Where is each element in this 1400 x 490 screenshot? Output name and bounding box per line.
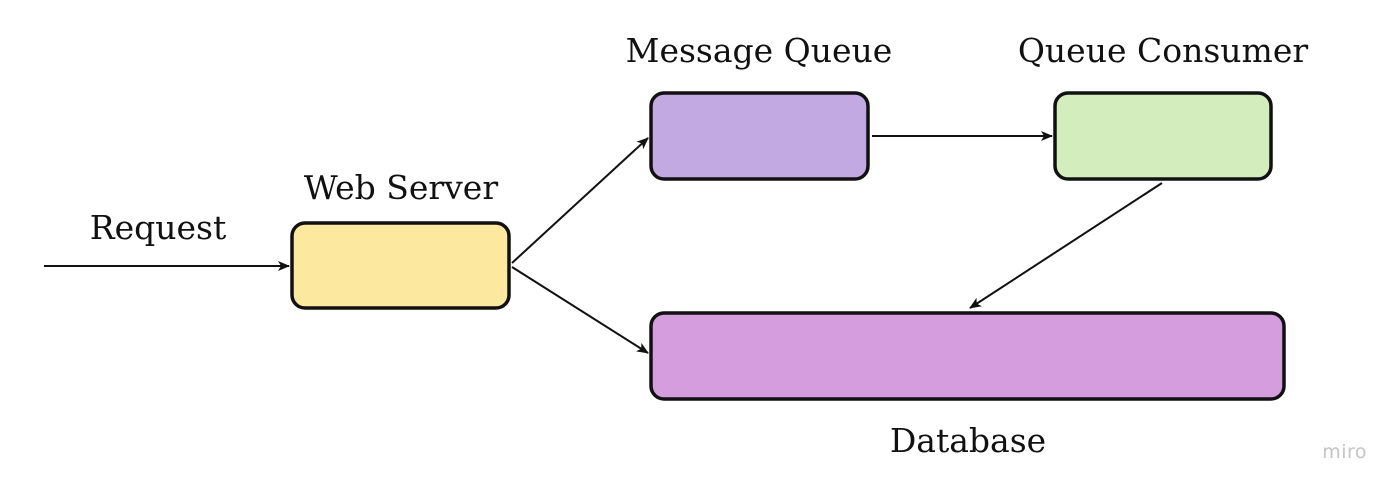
message-queue-label: Message Queue <box>626 31 893 70</box>
web-server-box <box>290 221 511 310</box>
request-label: Request <box>90 208 226 247</box>
message-queue-box <box>649 91 870 181</box>
edge-web-server-to-database <box>511 266 649 354</box>
edge-queue-consumer-to-database <box>969 182 1163 309</box>
database-label: Database <box>890 421 1046 460</box>
miro-watermark: miro <box>1322 441 1367 463</box>
web-server-label: Web Server <box>304 168 498 207</box>
edge-web-server-to-message-queue <box>511 137 649 264</box>
database-box <box>649 311 1286 401</box>
queue-consumer-label: Queue Consumer <box>1018 31 1308 70</box>
queue-consumer-box <box>1053 91 1273 181</box>
